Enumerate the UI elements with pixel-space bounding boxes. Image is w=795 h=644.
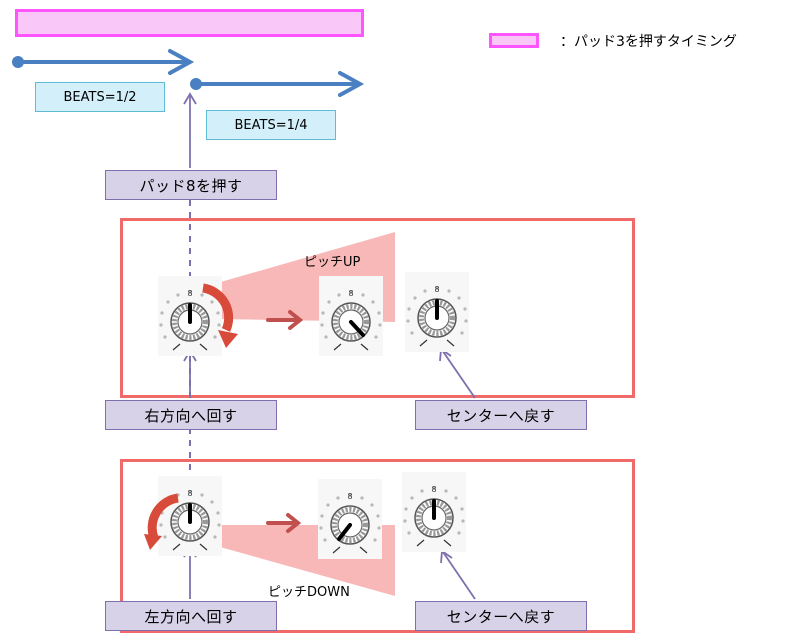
- turn-left-label: 左方向へ回す: [105, 601, 277, 631]
- pitch-down-text: ピッチDOWN: [268, 585, 350, 600]
- pitch-down-panel: [120, 459, 635, 633]
- rotate-right-arrow: [202, 283, 234, 332]
- return-center-label-bottom: センターへ戻す: [415, 601, 587, 631]
- return-center-label-top: センターへ戻す: [415, 400, 587, 430]
- legend-swatch: [489, 33, 539, 48]
- beats-quarter-label: BEATS=1/4: [206, 110, 336, 140]
- pitch-up-panel: [120, 218, 635, 398]
- turn-right-label: 右方向へ回す: [105, 400, 277, 430]
- beat-start-dot-1: [12, 56, 24, 68]
- rotate-left-arrow: [147, 493, 179, 540]
- pitch-up-text: ピッチUP: [304, 255, 361, 270]
- legend-text: ：パッド3を押すタイミング: [560, 34, 737, 50]
- pad3-timing-bar: [15, 9, 364, 37]
- press-pad8-label: パッド8を押す: [105, 170, 277, 200]
- beats-half-label: BEATS=1/2: [35, 82, 165, 112]
- beat-start-dot-2: [190, 78, 202, 90]
